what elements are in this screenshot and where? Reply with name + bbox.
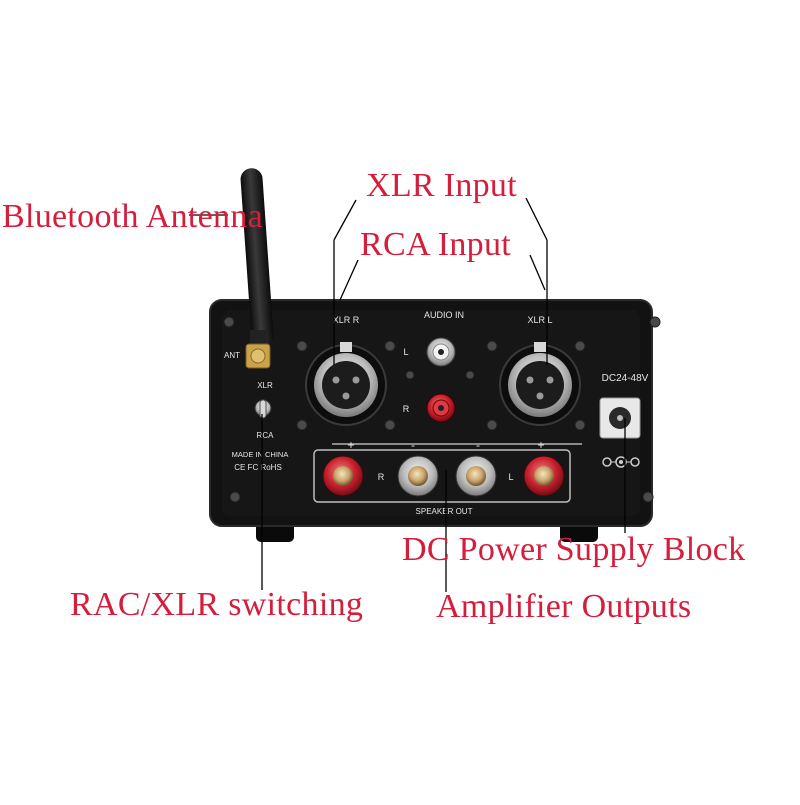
panel-label-out-r: R — [378, 472, 385, 482]
leader-lines — [189, 197, 626, 592]
speaker-output-area — [313, 443, 582, 503]
leader-rca-right — [339, 259, 359, 301]
panel-label-dc-rating: DC24-48V — [602, 373, 649, 384]
binding-post-l-plus — [523, 455, 565, 497]
rca-input-right — [426, 393, 456, 423]
panel-label-xlr-r: XLR R — [333, 315, 360, 325]
panel-label-certs: CE FC RoHS — [234, 463, 282, 472]
panel-label-speaker-out: SPEAKER OUT — [416, 507, 473, 516]
xlr-connector-left — [499, 342, 581, 426]
panel-label-xlr: XLR — [257, 381, 273, 390]
panel-label-plus-l: + — [537, 438, 544, 452]
rca-input-left — [426, 337, 456, 367]
xlr-connector-right — [305, 342, 387, 426]
binding-post-r-plus — [322, 455, 364, 497]
panel-label-made-in: MADE IN CHINA — [232, 450, 289, 459]
callout-xlr-input: XLR Input — [366, 167, 517, 204]
leader-xlr-right-upper — [333, 199, 357, 241]
callout-bluetooth-antenna: Bluetooth Antenna — [2, 198, 264, 235]
panel-label-ch-r: R — [403, 404, 410, 414]
bluetooth-antenna — [240, 168, 274, 369]
binding-post-l-minus — [455, 455, 497, 497]
panel-label-ant: ANT — [224, 351, 240, 360]
panel-label-plus-r: + — [347, 438, 354, 452]
rca-xlr-toggle-switch — [254, 399, 272, 419]
panel-screws — [223, 316, 661, 503]
leader-xlr-left-upper — [525, 197, 548, 241]
panel-label-minus-r: - — [411, 438, 415, 452]
leader-rca-left — [529, 254, 546, 291]
panel-label-xlr-l: XLR L — [527, 315, 552, 325]
panel-label-ch-l: L — [403, 347, 408, 357]
panel-label-out-l: L — [508, 472, 513, 482]
panel-label-rca: RCA — [257, 431, 275, 440]
chassis — [209, 299, 653, 542]
panel-label-audio-in: AUDIO IN — [424, 310, 464, 320]
callout-rca-xlr-switching: RAC/XLR switching — [70, 586, 364, 623]
panel-label-minus-l: - — [476, 438, 480, 452]
callout-dc-power-supply: DC Power Supply Block — [402, 531, 746, 568]
binding-post-r-minus — [397, 455, 439, 497]
callout-amplifier-outputs: Amplifier Outputs — [436, 588, 692, 625]
callout-rca-input: RCA Input — [360, 226, 512, 263]
